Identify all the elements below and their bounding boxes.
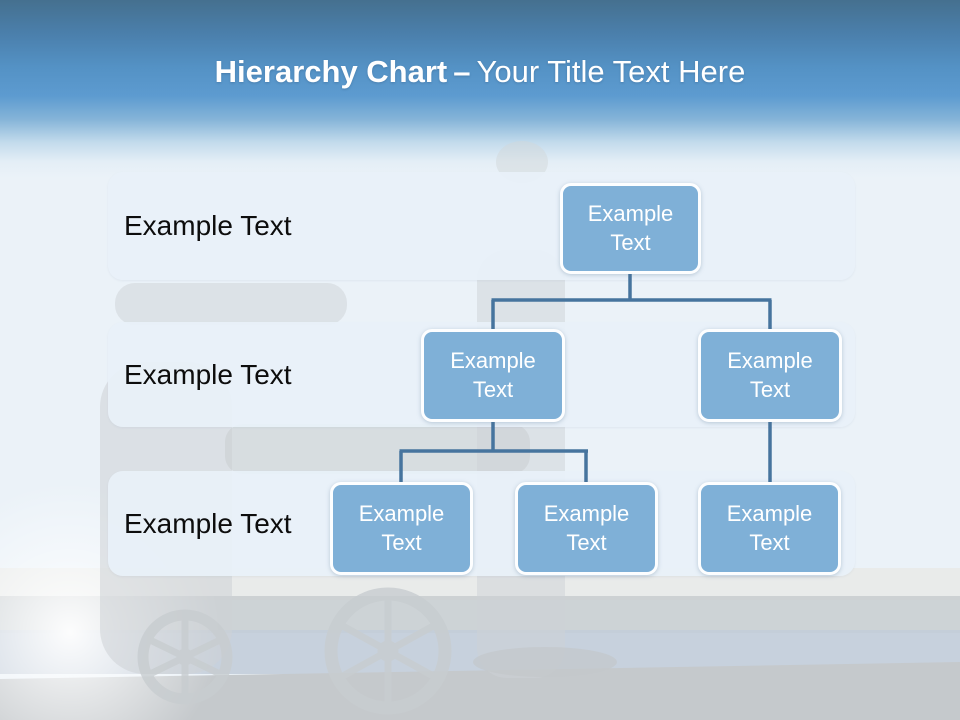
org-node-child-2[interactable]: Example Text (698, 329, 842, 422)
org-node-child-1[interactable]: Example Text (421, 329, 565, 422)
slide-title-dash: – (453, 54, 471, 89)
slide-title: Hierarchy Chart–Your Title Text Here (0, 54, 960, 90)
org-node-child-2-label: Example Text (727, 347, 813, 402)
org-node-child-1-label: Example Text (450, 347, 536, 402)
slide-title-bold: Hierarchy Chart (214, 54, 448, 89)
org-node-grandchild-3-label: Example Text (726, 500, 813, 555)
org-node-grandchild-1-label: Example Text (358, 500, 445, 555)
org-node-grandchild-2-label: Example Text (543, 500, 630, 555)
header-gradient-band (0, 0, 960, 178)
org-node-root[interactable]: Example Text (560, 183, 701, 274)
level-band-1[interactable]: Example Text (108, 172, 855, 280)
level-label-3: Example Text (124, 507, 292, 539)
org-node-root-label: Example Text (587, 200, 674, 255)
org-node-grandchild-1[interactable]: Example Text (330, 482, 473, 575)
slide-title-regular: Your Title Text Here (476, 54, 746, 89)
org-node-grandchild-2[interactable]: Example Text (515, 482, 658, 575)
org-node-grandchild-3[interactable]: Example Text (698, 482, 841, 575)
level-label-2: Example Text (124, 358, 292, 390)
level-label-1: Example Text (124, 210, 292, 241)
